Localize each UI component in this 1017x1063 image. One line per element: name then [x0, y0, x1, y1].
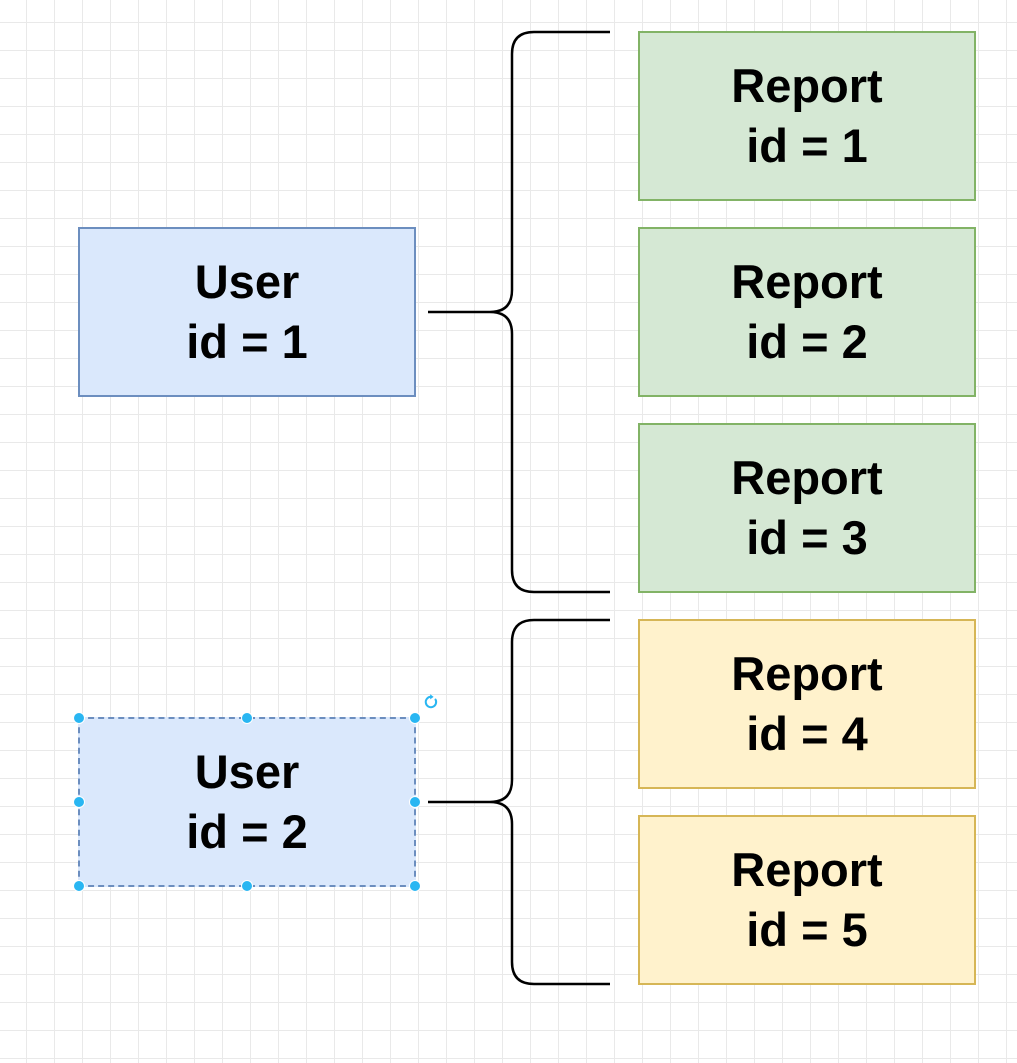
resize-handle-top-left[interactable] — [73, 712, 85, 724]
user-id-label: id = 2 — [186, 805, 308, 858]
report-label: Report — [731, 451, 883, 504]
resize-handle-bottom[interactable] — [241, 880, 253, 892]
report-id-label: id = 3 — [746, 511, 868, 564]
report-box-3[interactable]: Report id = 3 — [638, 423, 976, 593]
curly-brace-user-1[interactable] — [428, 30, 610, 594]
report-id-label: id = 2 — [746, 315, 868, 368]
resize-handle-top-right[interactable] — [409, 712, 421, 724]
report-id-label: id = 5 — [746, 903, 868, 956]
report-id-label: id = 1 — [746, 119, 868, 172]
user-box-2[interactable]: User id = 2 — [78, 717, 416, 887]
report-label: Report — [731, 59, 883, 112]
report-box-2[interactable]: Report id = 2 — [638, 227, 976, 397]
report-box-4[interactable]: Report id = 4 — [638, 619, 976, 789]
report-label: Report — [731, 255, 883, 308]
user-id-label: id = 1 — [186, 315, 308, 368]
report-label: Report — [731, 843, 883, 896]
resize-handle-top[interactable] — [241, 712, 253, 724]
resize-handle-bottom-left[interactable] — [73, 880, 85, 892]
resize-handle-right[interactable] — [409, 796, 421, 808]
curly-brace-user-2[interactable] — [428, 618, 610, 986]
user-label: User — [194, 255, 300, 308]
resize-handle-left[interactable] — [73, 796, 85, 808]
report-box-1[interactable]: Report id = 1 — [638, 31, 976, 201]
rotate-icon[interactable] — [422, 693, 440, 711]
report-box-5[interactable]: Report id = 5 — [638, 815, 976, 985]
resize-handle-bottom-right[interactable] — [409, 880, 421, 892]
user-box-1[interactable]: User id = 1 — [78, 227, 416, 397]
user-label: User — [194, 745, 300, 798]
report-label: Report — [731, 647, 883, 700]
report-id-label: id = 4 — [746, 707, 868, 760]
